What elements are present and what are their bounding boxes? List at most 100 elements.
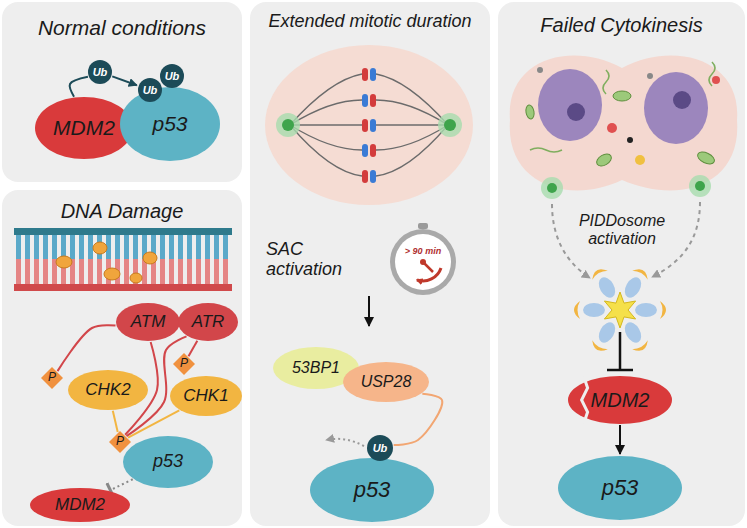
binucleated-cell-part xyxy=(567,103,585,121)
protein-name: CHK1 xyxy=(183,387,228,406)
protein-ellipse: MDM2 xyxy=(30,488,130,522)
piddosome-arm-part-part xyxy=(632,340,651,354)
process-label: SAC activation xyxy=(266,240,358,280)
mitotic-spindle-part-part xyxy=(376,124,448,125)
binucleated-cell-part-part xyxy=(595,152,614,169)
dna-helix-part xyxy=(14,259,232,284)
chromosome-part xyxy=(362,68,368,81)
centrosome xyxy=(541,175,711,199)
protein-ellipse: ATM xyxy=(116,303,180,341)
piddosome-arm-part-part xyxy=(589,340,608,354)
centrosome-part xyxy=(695,181,705,191)
dna-lesion-part xyxy=(143,252,157,264)
protein-name: CHK2 xyxy=(85,381,130,400)
binucleated-cell-part xyxy=(627,137,633,143)
piddosome-arm-part-part xyxy=(583,303,605,317)
mitotic-spindle-part-part xyxy=(290,100,362,125)
binucleated-cell-part xyxy=(607,123,617,133)
ubiquitin-label: Ub xyxy=(143,84,158,96)
timer-clock-part xyxy=(420,259,426,265)
binucleated-cell-part xyxy=(673,91,691,109)
phosphate-diamond: P xyxy=(109,431,131,453)
protein-ellipse: MDM2 xyxy=(35,97,133,159)
protein-ellipse: CHK2 xyxy=(68,370,148,410)
piddosome-arm-part-part xyxy=(621,319,644,345)
diamond-fill xyxy=(173,353,195,375)
protein-name: 53BP1 xyxy=(292,359,340,377)
protein-name: USP28 xyxy=(361,373,412,391)
inhibition-bar-part xyxy=(607,369,633,372)
mitotic-spindle-part xyxy=(290,74,448,176)
panel-title: DNA Damage xyxy=(2,200,242,222)
ubiquitin-label: Ub xyxy=(93,66,108,78)
connector xyxy=(58,325,116,371)
piddosome-arm-part-part xyxy=(621,274,644,300)
timer-clock-part xyxy=(395,234,451,290)
binucleated-cell-part-part xyxy=(613,91,631,101)
piddosome-arm-part xyxy=(574,301,605,319)
binucleated-cell-part xyxy=(644,72,708,144)
chromosome-part xyxy=(362,119,368,132)
protein-name: p53 xyxy=(153,452,183,472)
binucleated-cell-part xyxy=(537,67,543,73)
panel xyxy=(2,2,242,182)
protein-ellipse: CHK1 xyxy=(170,376,241,416)
connector xyxy=(619,425,621,454)
chromosome-part xyxy=(370,144,376,157)
phospho-label: P xyxy=(180,357,188,370)
panel-title: Normal conditions xyxy=(2,16,242,39)
inhibition-bar-part xyxy=(619,332,622,369)
annotation: PIDDosome activation xyxy=(567,212,677,247)
dna-helix-part xyxy=(14,228,232,235)
ubiquitin-circle: Ub xyxy=(88,60,112,84)
protein-name: MDM2 xyxy=(55,496,105,515)
binucleated-cell-part xyxy=(510,56,738,191)
mitotic-spindle-part xyxy=(265,45,473,205)
protein-ellipse: MDM2 xyxy=(568,376,672,424)
centrosome-part xyxy=(689,175,711,197)
spindle-pole-part xyxy=(438,113,462,137)
spindle-pole xyxy=(276,113,462,137)
connector xyxy=(70,77,88,97)
timer-clock xyxy=(390,223,456,295)
binucleated-cell-part-part xyxy=(696,150,717,167)
dna-helix-part xyxy=(14,235,232,259)
protein-name: ATM xyxy=(131,313,166,332)
protein-name: p53 xyxy=(354,478,391,502)
connector xyxy=(188,341,197,356)
binucleated-cell xyxy=(510,56,738,199)
binucleated-cell-part xyxy=(647,73,653,79)
centrosome-part xyxy=(547,183,557,193)
phospho-label: P xyxy=(116,435,124,448)
phospho-label: P xyxy=(48,371,56,384)
dna-lesion-part xyxy=(93,242,107,254)
chromosome-part xyxy=(362,170,368,183)
timer-clock-part xyxy=(390,229,456,295)
protein-name: p53 xyxy=(152,112,187,135)
piddosome-arm-part-part xyxy=(632,266,651,280)
mitotic-spindle-part-part xyxy=(290,74,362,125)
binucleated-cell-part xyxy=(538,69,602,141)
spindle-pole-part xyxy=(282,119,294,131)
binucleated-cell-part-part xyxy=(525,104,535,119)
binucleated-cell-part xyxy=(712,76,720,84)
protein-ellipse: USP28 xyxy=(343,362,429,402)
binucleated-cell-part xyxy=(525,91,716,168)
connector xyxy=(113,411,118,432)
binucleated-cell-part-part xyxy=(530,148,562,152)
piddosome-arm-part xyxy=(589,318,620,354)
protein-name: MDM2 xyxy=(53,116,115,139)
piddosome-arm-part xyxy=(620,318,651,354)
piddosome-arm-part-part xyxy=(574,301,580,319)
protein-name: p53 xyxy=(602,476,639,500)
phosphate-diamond: P xyxy=(173,353,195,375)
protein-ellipse: p53 xyxy=(310,458,434,522)
piddosome-arm-part-part xyxy=(589,266,608,280)
protein-ellipse: p53 xyxy=(558,456,682,520)
piddosome-arm-part-part xyxy=(635,303,657,317)
chromosome-part xyxy=(362,94,368,107)
annotation: SAC activation xyxy=(266,240,358,280)
dna-helix xyxy=(14,228,232,291)
binucleated-cell-part xyxy=(635,155,645,165)
